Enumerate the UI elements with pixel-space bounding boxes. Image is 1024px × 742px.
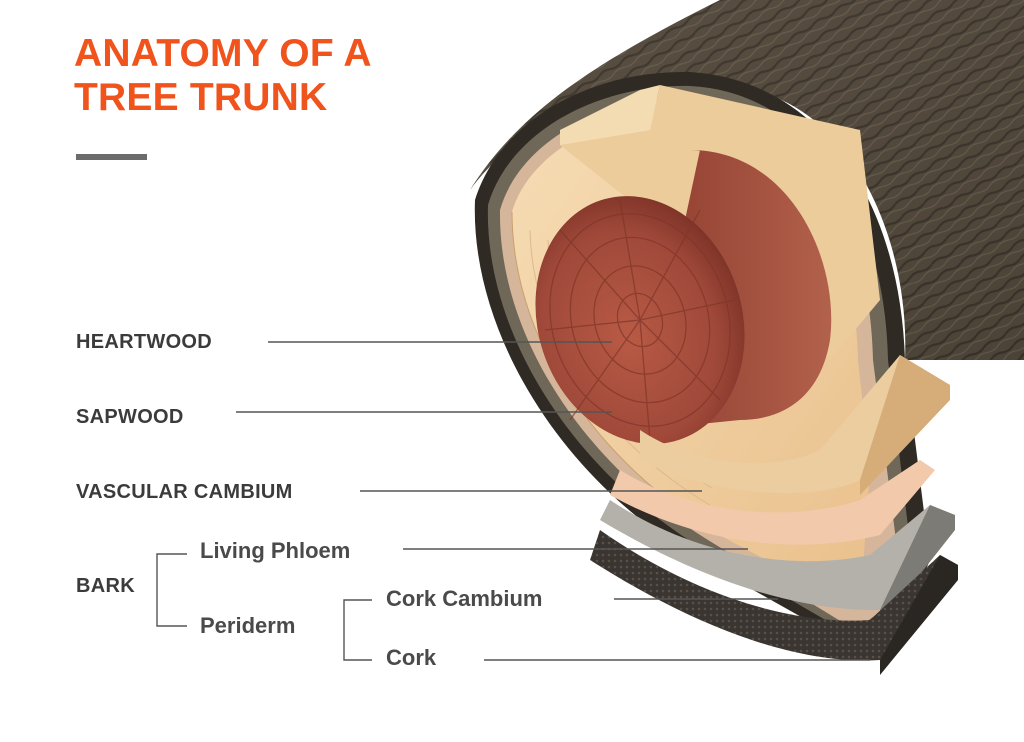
bark-bracket xyxy=(156,553,187,627)
label-periderm: Periderm xyxy=(200,613,296,638)
periderm-bracket xyxy=(343,599,372,661)
label-cork-cambium: Cork Cambium xyxy=(386,586,543,611)
label-bark: BARK xyxy=(76,575,135,597)
label-cork: Cork xyxy=(386,645,437,670)
label-heartwood: HEARTWOOD xyxy=(76,331,213,353)
peeled-sapwood-strip xyxy=(640,355,950,495)
peeled-vascular-cambium xyxy=(610,460,935,545)
page-title: ANATOMY OF A TREE TRUNK xyxy=(74,32,372,120)
label-vascular-cambium: VASCULAR CAMBIUM xyxy=(76,481,293,503)
label-living-phloem: Living Phloem xyxy=(200,538,351,563)
title-line-1: ANATOMY OF A xyxy=(74,32,372,75)
heartwood-core xyxy=(535,150,832,444)
title-underline xyxy=(76,154,147,160)
peeled-cork-layer xyxy=(590,530,958,675)
title-line-2: TREE TRUNK xyxy=(74,76,328,119)
label-sapwood: SAPWOOD xyxy=(76,406,184,428)
